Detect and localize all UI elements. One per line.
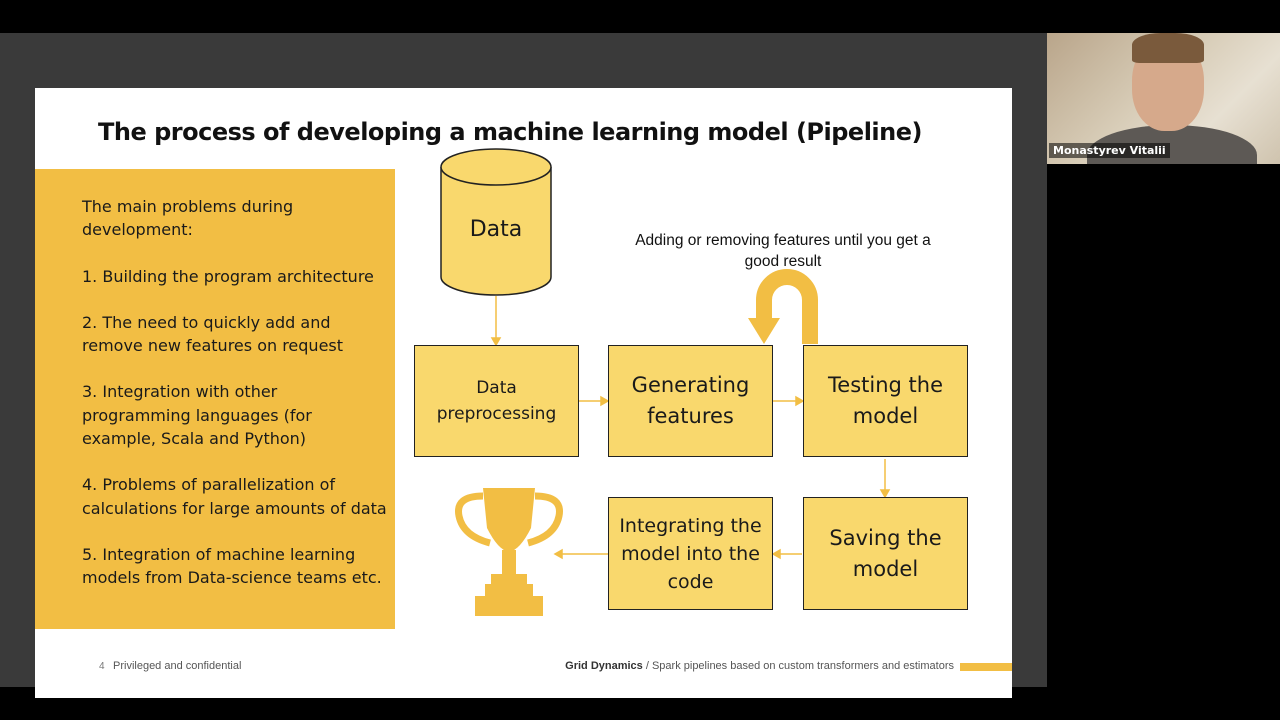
- trophy-icon: [455, 488, 563, 616]
- slide-title: The process of developing a machine lear…: [98, 118, 922, 146]
- loop-arrow-icon: [748, 269, 818, 344]
- slide: The process of developing a machine lear…: [35, 88, 1012, 698]
- flow-arrows: [490, 296, 891, 560]
- problem-item-5: 5. Integration of machine learning model…: [82, 544, 382, 588]
- footer-subtitle: / Spark pipelines based on custom transf…: [642, 660, 954, 672]
- feature-loop-note: Adding or removing features until you ge…: [635, 232, 931, 270]
- company-name: Grid Dynamics: [565, 660, 643, 672]
- step-data-preprocessing: Data preprocessing: [414, 345, 579, 457]
- step-testing-model: Testing the model: [803, 345, 968, 457]
- problem-item-1: 1. Building the program architecture: [82, 266, 374, 286]
- problem-item-2: 2. The need to quickly add and remove ne…: [82, 312, 344, 356]
- step-integrating-model: Integrating the model into the code: [608, 497, 773, 610]
- footer-accent-bar: [960, 663, 1012, 671]
- problems-heading: The main problems during development:: [82, 197, 294, 240]
- participant-name-label: Monastyrev Vitalii: [1049, 143, 1170, 158]
- slide-page-number: 4: [99, 661, 105, 672]
- problems-panel: The main problems during development: 1.…: [35, 169, 395, 629]
- problem-item-3: 3. Integration with other programming la…: [82, 382, 312, 449]
- footer-caption: Grid Dynamics / Spark pipelines based on…: [565, 660, 954, 672]
- confidential-label: Privileged and confidential: [113, 660, 242, 672]
- data-cylinder-label: Data: [469, 216, 523, 242]
- participant-hair: [1132, 33, 1204, 63]
- presentation-stage: The process of developing a machine lear…: [0, 33, 1047, 698]
- problem-item-4: 4. Problems of parallelization of calcul…: [82, 475, 387, 518]
- top-black-bar: [0, 0, 1280, 33]
- step-saving-model: Saving the model: [803, 497, 968, 610]
- step-generating-features: Generating features: [608, 345, 773, 457]
- pipeline-diagram-graphics: [440, 148, 891, 616]
- database-cylinder-icon: [440, 148, 552, 296]
- participant-video-tile[interactable]: Monastyrev Vitalii: [1047, 33, 1280, 164]
- problems-list: The main problems during development: 1.…: [82, 195, 387, 613]
